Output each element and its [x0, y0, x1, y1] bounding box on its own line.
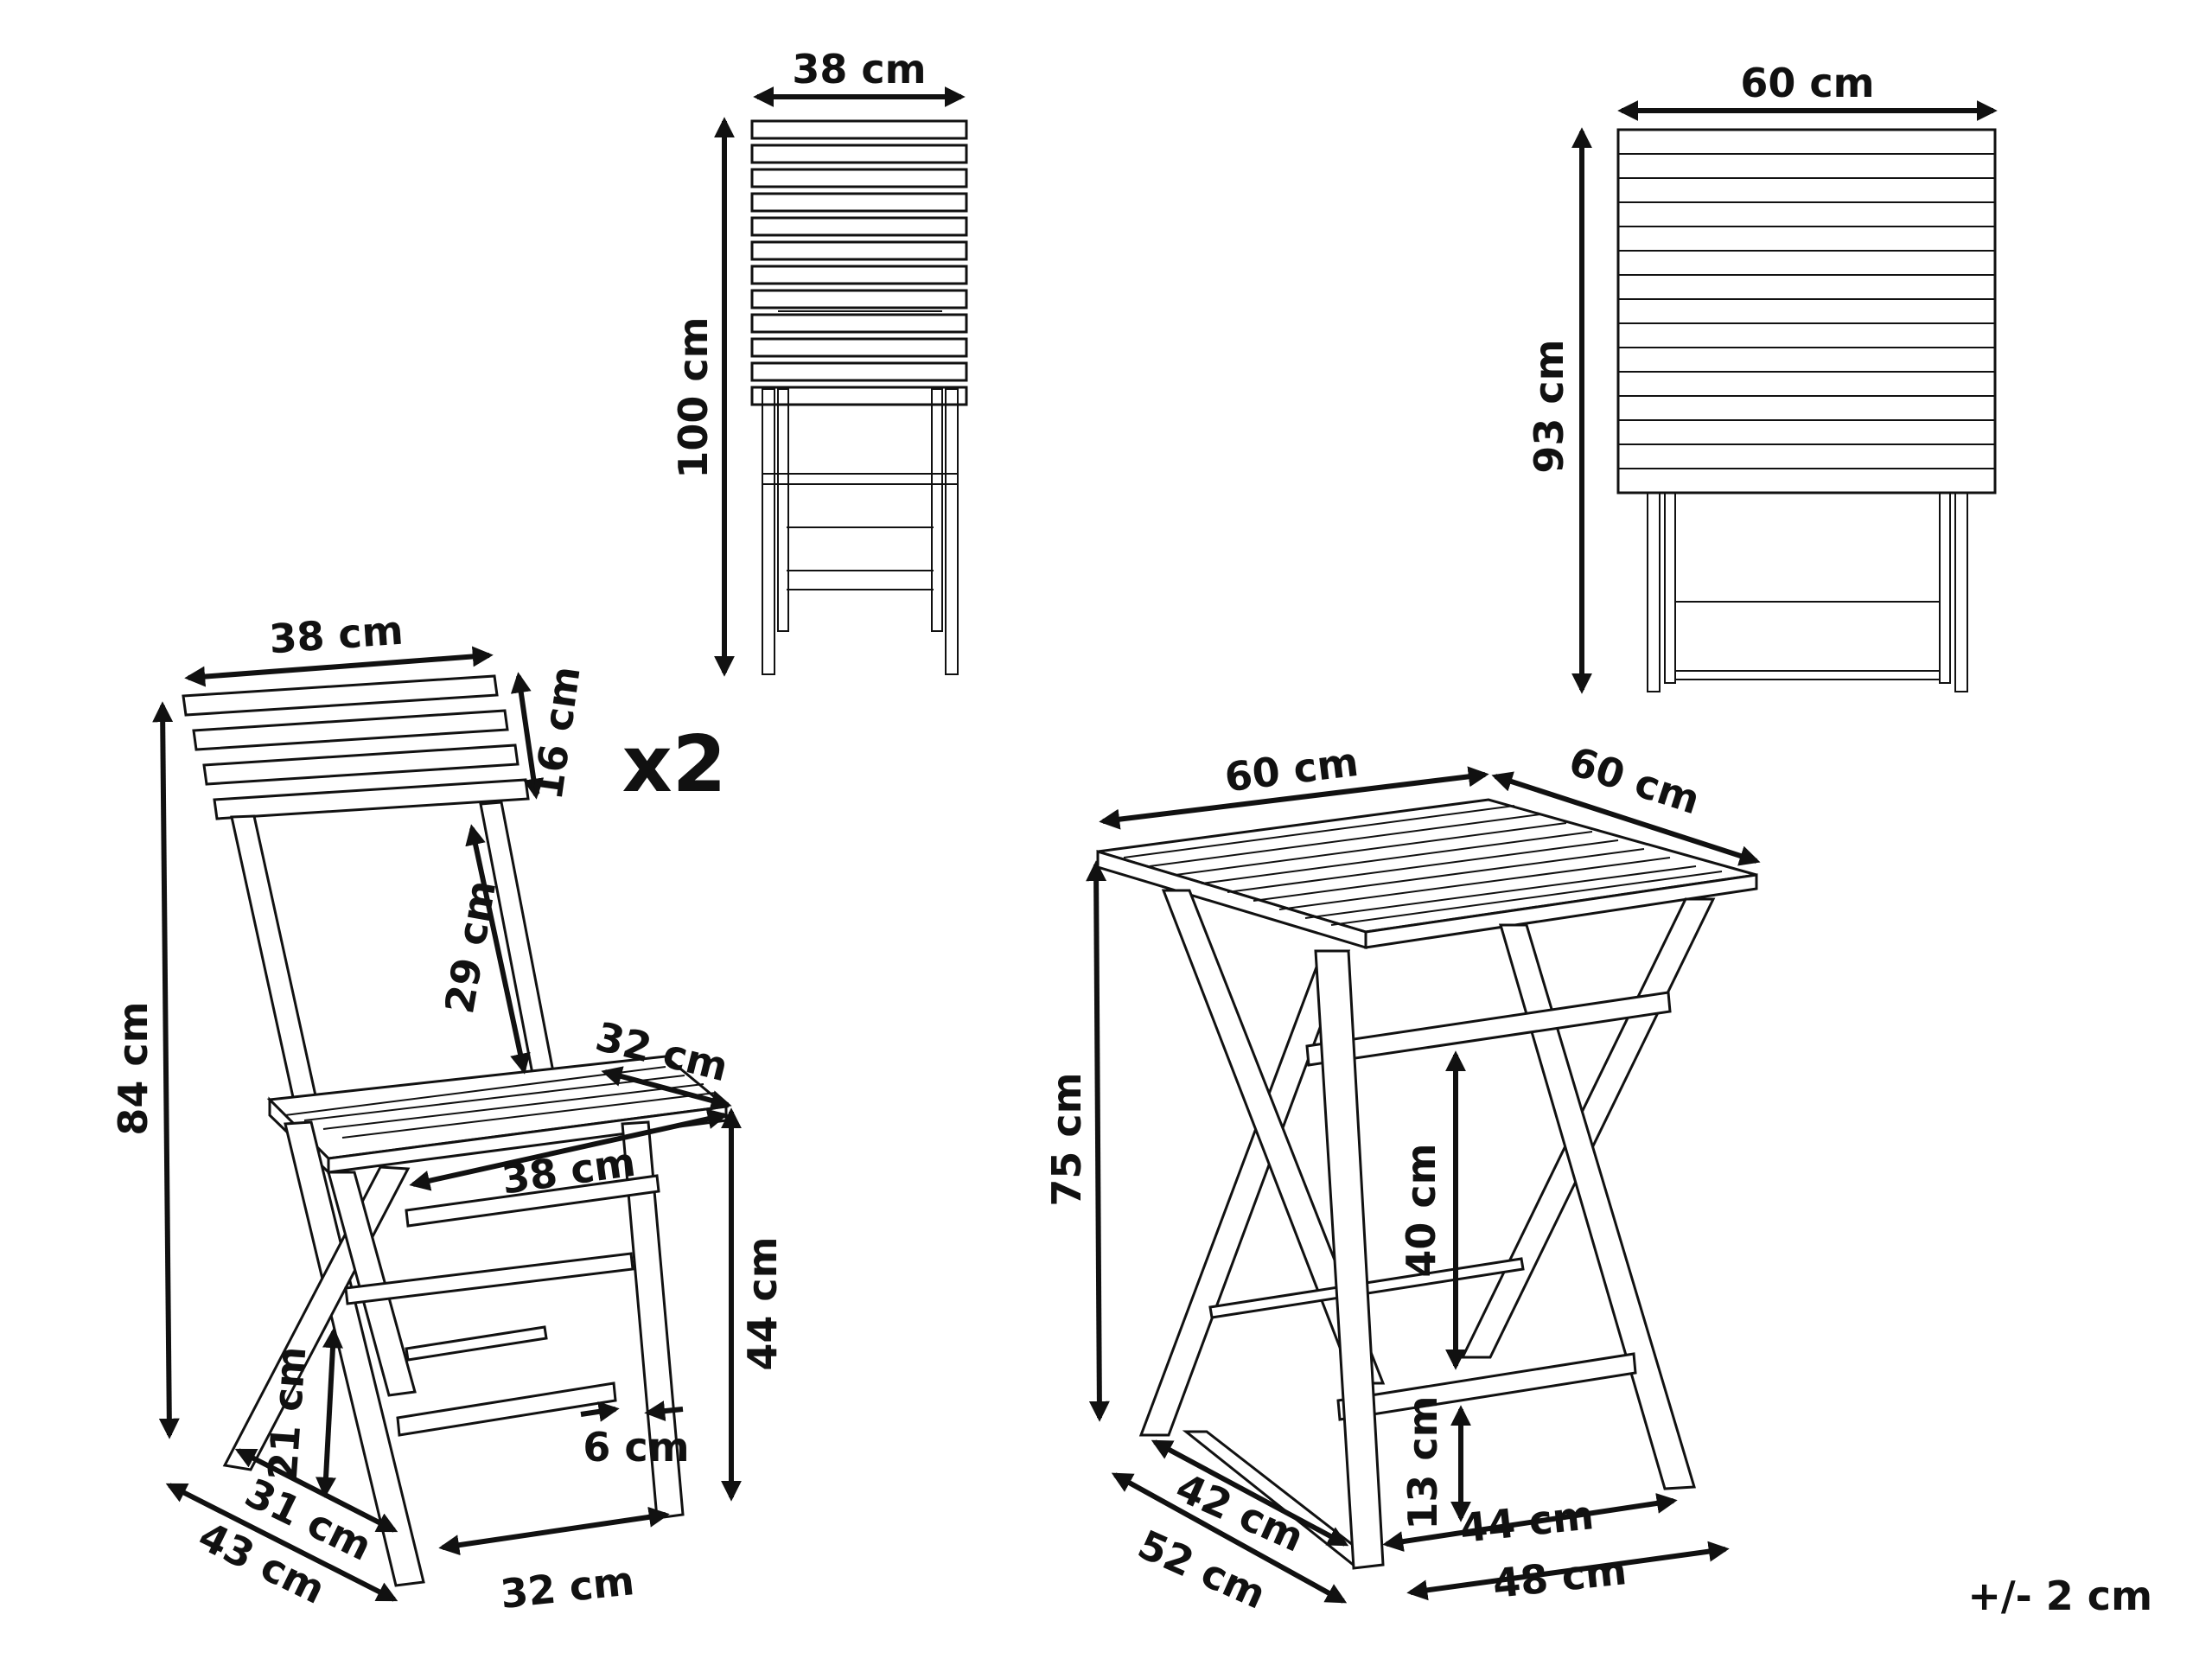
folded-table-drawing — [1616, 128, 1997, 692]
chair-leg-thickness-arrow-left — [580, 1401, 620, 1422]
table-top-width-arrow — [1099, 766, 1489, 830]
chair-back-gap-label: 29 cm — [436, 877, 505, 1017]
tolerance-note: +/- 2 cm — [1967, 1573, 2152, 1619]
chair-backrest-height-arrow — [510, 672, 545, 800]
chair-seat-height-label: 44 cm — [739, 1236, 786, 1370]
chair-backrest-height-label: 16 cm — [525, 663, 590, 802]
chair-leg-thickness-arrow-right — [644, 1401, 684, 1422]
table-overall-width-label: 48 cm — [1490, 1547, 1629, 1607]
table-inner-width-arrow — [1382, 1492, 1678, 1553]
chair-leg-thickness-label: 6 cm — [583, 1424, 689, 1471]
folded-chair-height-label: 100 cm — [670, 316, 717, 478]
table-lower-bar-height-label: 13 cm — [1399, 1395, 1446, 1529]
table-height-label: 75 cm — [1043, 1072, 1090, 1206]
chair-total-height-arrow — [152, 701, 180, 1439]
chair-overall-depth-arrow — [165, 1483, 398, 1602]
table-inner-width-label: 44 cm — [1457, 1491, 1596, 1552]
folded-chair-width-label: 38 cm — [792, 46, 926, 93]
chair-total-height-label: 84 cm — [110, 1001, 156, 1135]
chair-backrest-width-label: 38 cm — [268, 607, 405, 663]
chair-lower-bar-height-arrow — [316, 1327, 343, 1498]
chair-seat-width-arrow — [409, 1108, 729, 1191]
folded-chair-drawing — [750, 119, 968, 675]
chair-backrest-width-arrow — [184, 646, 494, 687]
table-top-depth-label: 60 cm — [1564, 737, 1705, 823]
folded-table-width-label: 60 cm — [1740, 60, 1874, 106]
folded-table-height-label: 93 cm — [1526, 339, 1572, 473]
chair-lower-bar-height-label: 21 cm — [259, 1345, 316, 1483]
chair-base-width-arrow — [438, 1506, 670, 1556]
table-overall-depth-arrow — [1111, 1472, 1348, 1604]
chair-seat-depth-arrow — [601, 1066, 732, 1111]
table-height-arrow — [1086, 860, 1110, 1422]
table-top-depth-arrow — [1491, 771, 1761, 866]
table-crossbar-clearance-label: 40 cm — [1398, 1143, 1444, 1277]
chair-back-gap-arrow — [465, 824, 531, 1075]
chair-base-width-label: 32 cm — [498, 1557, 636, 1618]
quantity-label: x2 — [622, 719, 727, 810]
table-overall-width-arrow — [1406, 1541, 1730, 1601]
